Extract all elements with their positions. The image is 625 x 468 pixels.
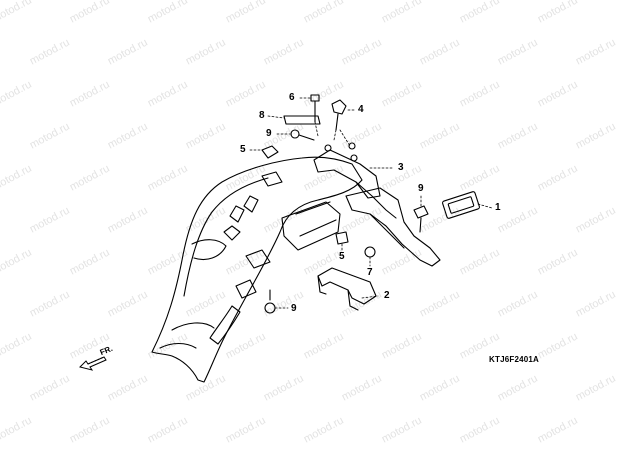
bolt-9-lower: [264, 289, 276, 314]
callout-6: 6: [289, 92, 295, 103]
reflector: [442, 191, 480, 219]
fender-ridge: [243, 195, 259, 213]
lower-bracket: [347, 289, 359, 311]
fender-rib-1: [191, 239, 227, 261]
nut-5-upper: [261, 145, 279, 159]
fender-rib-2: [171, 322, 215, 331]
leader-bundle: [314, 121, 351, 147]
callout-9-right: 9: [418, 183, 424, 194]
rear-fender: [151, 156, 363, 383]
fender-lower-lip: [209, 305, 241, 345]
bolt-9-right: [413, 205, 429, 233]
callout-5-lower: 5: [339, 251, 345, 262]
fender-inner-edge: [183, 177, 269, 297]
leader-8: [267, 115, 285, 119]
leader-1: [477, 203, 493, 209]
callout-1: 1: [495, 202, 501, 213]
rear-mudguard-stay: [355, 181, 397, 219]
callout-4: 4: [358, 104, 364, 115]
bolt-6: [310, 94, 320, 123]
callout-9-lower: 9: [291, 303, 297, 314]
rear-mudguard-stay: [313, 149, 381, 199]
bolt-4: [331, 99, 347, 131]
fender-crossmember: [299, 219, 337, 237]
callout-7: 7: [367, 267, 373, 278]
callout-9-upper: 9: [266, 128, 272, 139]
fender-crossmember: [281, 201, 341, 251]
lower-bracket: [317, 275, 327, 295]
fender-mount-box: [235, 279, 257, 299]
nut-5-lower: [335, 231, 349, 245]
fender-rib-3: [159, 342, 197, 349]
clip-8: [283, 115, 321, 125]
lower-bracket: [317, 267, 377, 305]
fender-mount-box: [261, 171, 283, 187]
callout-3: 3: [398, 162, 404, 173]
diagram-code: KTJ6F2401A: [489, 355, 540, 364]
fender-ridge: [229, 205, 245, 223]
fender-ridge: [223, 225, 241, 241]
callout-2: 2: [384, 290, 390, 301]
fender-crossmember: [295, 201, 331, 215]
bolt-9-upper: [290, 129, 315, 141]
grommets: [324, 142, 358, 162]
callout-5-upper: 5: [240, 144, 246, 155]
license-bracket: [369, 213, 405, 249]
license-bracket: [345, 187, 441, 267]
front-direction-arrow-icon: [79, 356, 107, 371]
callout-8: 8: [259, 110, 265, 121]
leader-2: [361, 295, 379, 299]
bolt-7: [364, 246, 376, 258]
fender-mount-box: [245, 249, 271, 269]
